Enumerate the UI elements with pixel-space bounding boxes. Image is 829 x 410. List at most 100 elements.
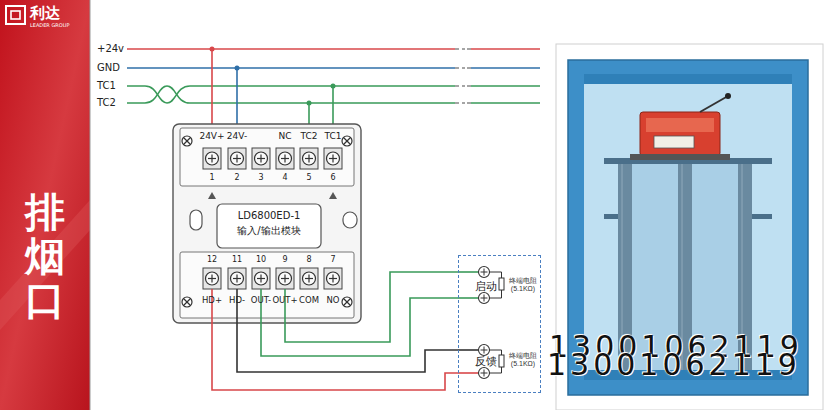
pin-name: OUT+ (272, 296, 297, 305)
drawing-part (700, 96, 728, 112)
module-housing: LD6800ED-1 输入/输出模块 (173, 124, 361, 323)
drawing-part (455, 49, 471, 68)
resistor-note: 终端电阻 (5.1KΩ) (507, 352, 539, 368)
drawing-part (725, 93, 731, 99)
terminal-label: 反馈 (475, 356, 497, 368)
pin-number: 11 (232, 256, 242, 265)
logo-text: 利达 (30, 5, 60, 22)
wire-connector (237, 323, 458, 372)
wire-connector (212, 323, 458, 390)
pin-number: 12 (207, 256, 217, 265)
terminal-pin (479, 293, 490, 304)
wire-connector (261, 298, 458, 356)
pin-number: 10 (256, 256, 266, 265)
signal-name: TC2 (97, 97, 116, 108)
junction-dot (235, 66, 240, 71)
drop-tc1 (332, 86, 334, 124)
model-label: LD6800ED-1 (238, 210, 301, 221)
drawing-part (584, 74, 792, 84)
terminal (300, 268, 318, 289)
resistor-symbol (499, 355, 504, 367)
screw (182, 136, 192, 146)
terminal-pin (479, 345, 490, 356)
signal-name: +24v (97, 43, 124, 54)
terminal (252, 268, 270, 289)
resistor-note: 终端电阻 (5.1KΩ) (507, 277, 539, 293)
drop-24v (211, 49, 213, 124)
drawing-part (284, 289, 286, 323)
drawing-part (646, 118, 714, 132)
pin-name: 24V- (227, 132, 247, 142)
damper-terminal-box: 启动终端电阻 (5.1KΩ)反馈终端电阻 (5.1KΩ) (458, 255, 541, 393)
terminal-pin (479, 267, 490, 278)
drawing-part (6, 6, 25, 24)
terminal (203, 148, 221, 169)
junction-dot (210, 47, 215, 52)
mark-triangle (208, 192, 216, 199)
logo-icon (6, 6, 25, 24)
drawing-part (173, 124, 361, 323)
pin-name: TC2 (301, 132, 318, 142)
drawing-part (455, 86, 471, 103)
pin-number: 5 (306, 174, 311, 183)
module-name: 输入/输出模块 (237, 225, 300, 236)
junction-dot (331, 84, 336, 89)
line-break-mark (455, 44, 471, 108)
pin-name: OUT- (251, 296, 271, 305)
drawing-part (211, 289, 213, 323)
pin-name: HD+ (202, 296, 222, 305)
side-panel: 排烟口 (0, 0, 90, 410)
screw (342, 297, 352, 307)
pin-name: TC1 (325, 132, 342, 142)
drawing-part (458, 349, 479, 351)
pin-number: 7 (330, 256, 335, 265)
drawing-part (236, 289, 238, 323)
drawing-part (180, 252, 354, 318)
drawing-part (458, 271, 479, 273)
bus-24v (127, 48, 540, 50)
vertical-title: 排烟口 (25, 190, 65, 322)
side-panel-ground (0, 0, 90, 410)
drawing-part (180, 128, 354, 186)
drawing-part (11, 11, 20, 19)
pin-name: NC (278, 132, 291, 142)
led-window (190, 210, 202, 230)
watermark: 13001062119 (547, 348, 801, 381)
terminal (300, 148, 318, 169)
wire-connector (285, 272, 458, 342)
pin-name: NO (326, 296, 339, 305)
pin-number: 2 (234, 174, 239, 183)
pin-number: 8 (306, 256, 311, 265)
pin-number: 1 (209, 174, 214, 183)
mark-triangle (329, 192, 337, 199)
terminal (324, 268, 342, 289)
pin-name: COM (299, 296, 319, 305)
drawing-part (630, 154, 730, 160)
signal-name: GND (97, 62, 120, 73)
pin-name: 24V+ (199, 132, 224, 142)
signal-name: TC1 (97, 80, 116, 91)
drop-tc2 (308, 103, 310, 124)
resistor-symbol (499, 278, 504, 290)
pin-name: HD- (229, 296, 245, 305)
damper-terminals (458, 267, 504, 379)
panel-edge (90, 0, 91, 410)
junction-dot (307, 101, 312, 106)
drawing-part (458, 372, 479, 374)
terminal (276, 148, 294, 169)
logo-subtext: LEADER GROUP (30, 23, 69, 29)
screw (182, 297, 192, 307)
pin-number: 4 (282, 174, 287, 183)
pin-number: 3 (258, 174, 263, 183)
drawing-part (654, 136, 694, 148)
drawing-part (458, 297, 479, 299)
screw (342, 136, 352, 146)
terminal-pin (479, 368, 490, 379)
terminal (228, 148, 246, 169)
terminal-label: 启动 (475, 281, 497, 293)
drawing-part (455, 44, 471, 108)
drop-wires (210, 47, 336, 125)
bus-gnd (127, 67, 540, 69)
